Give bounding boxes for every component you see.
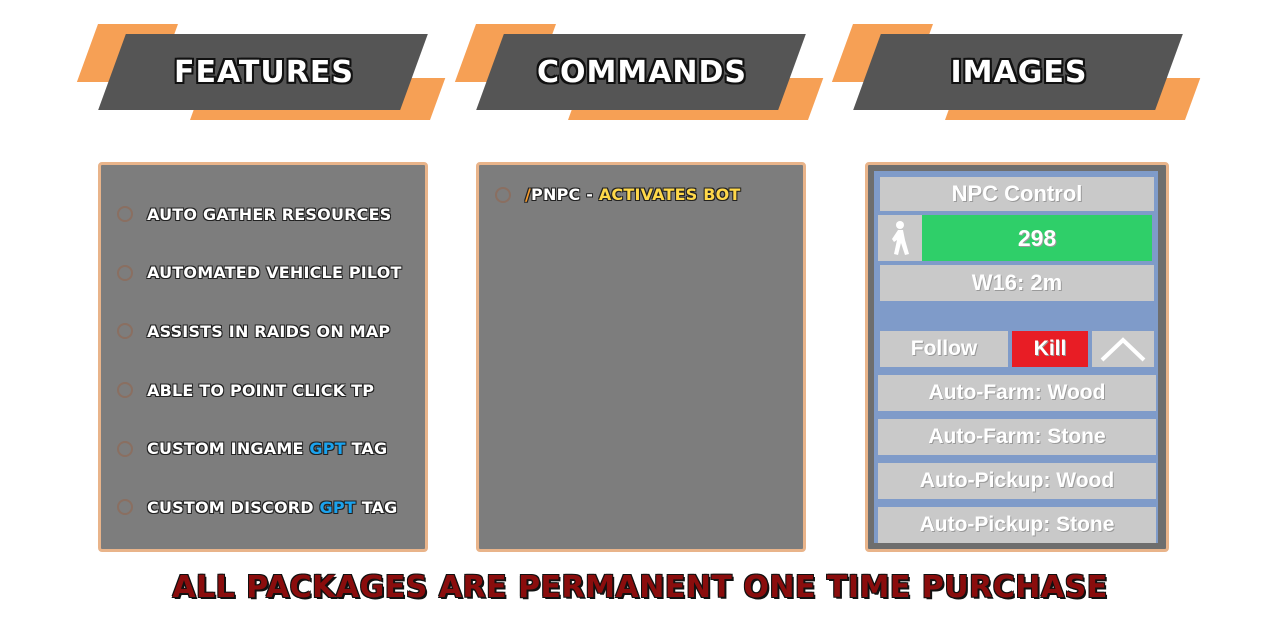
follow-button[interactable]: Follow — [880, 331, 1008, 367]
feature-text: CUSTOM DISCORD GPT TAG — [147, 498, 397, 517]
walking-person-icon — [878, 215, 922, 261]
commands-panel: /PNPC - ACTIVATES BOT — [476, 162, 806, 552]
chevron-up-icon[interactable] — [1092, 331, 1154, 367]
command-slash: / — [525, 185, 532, 204]
command-description: ACTIVATES BOT — [598, 185, 741, 204]
auto-farm-wood-button[interactable]: Auto-Farm: Wood — [878, 375, 1156, 411]
npc-control-window: NPC Control 298 W16: 2m Follow Kill Auto… — [874, 171, 1158, 543]
bullet-circle-icon — [117, 264, 133, 281]
feature-text-main: ASSISTS IN RAIDS ON MAP — [147, 321, 391, 341]
feature-text-main: AUTOMATED VEHICLE PILOT — [147, 263, 402, 283]
images-title: IMAGES — [950, 54, 1088, 90]
feature-text-main: AUTO GATHER RESOURCES — [147, 204, 392, 224]
command-item: /PNPC - ACTIVATES BOT — [479, 165, 803, 204]
auto-farm-stone-button[interactable]: Auto-Farm: Stone — [878, 419, 1156, 455]
feature-text: AUTOMATED VEHICLE PILOT — [147, 263, 402, 282]
features-panel: AUTO GATHER RESOURCES AUTOMATED VEHICLE … — [98, 162, 428, 552]
feature-item: ABLE TO POINT CLICK TP — [117, 361, 425, 420]
bullet-circle-icon — [117, 206, 133, 223]
commands-banner: COMMANDS — [454, 24, 824, 120]
npc-count-bar: 298 — [922, 215, 1152, 261]
feature-item: CUSTOM INGAME GPT TAG — [117, 419, 425, 478]
features-banner: FEATURES — [76, 24, 446, 120]
feature-text-main: CUSTOM INGAME — [147, 439, 310, 459]
npc-timer-label: W16: 2m — [880, 265, 1154, 301]
gpt-highlight: GPT — [309, 439, 346, 459]
chevron-up-glyph — [1100, 337, 1146, 362]
command-text: /PNPC - ACTIVATES BOT — [525, 185, 741, 204]
feature-text-main: ABLE TO POINT CLICK TP — [147, 380, 375, 400]
npc-control-title: NPC Control — [880, 177, 1154, 211]
feature-text-tail: TAG — [345, 439, 388, 459]
features-title: FEATURES — [174, 54, 354, 90]
bullet-circle-icon — [495, 186, 511, 203]
feature-item: AUTOMATED VEHICLE PILOT — [117, 244, 425, 303]
walking-person-glyph — [892, 221, 909, 255]
auto-pickup-wood-button[interactable]: Auto-Pickup: Wood — [878, 463, 1156, 499]
feature-text: AUTO GATHER RESOURCES — [147, 205, 391, 224]
bullet-circle-icon — [117, 323, 133, 340]
feature-text: CUSTOM INGAME GPT TAG — [147, 439, 387, 458]
footer-tagline: ALL PACKAGES ARE PERMANENT ONE TIME PURC… — [172, 570, 1108, 605]
commands-title: COMMANDS — [536, 54, 748, 90]
feature-item: ASSISTS IN RAIDS ON MAP — [117, 302, 425, 361]
feature-text: ABLE TO POINT CLICK TP — [147, 381, 374, 400]
images-panel: NPC Control 298 W16: 2m Follow Kill Auto… — [865, 162, 1169, 552]
kill-button[interactable]: Kill — [1012, 331, 1088, 367]
images-banner: IMAGES — [831, 24, 1201, 120]
command-name: PNPC — [531, 185, 581, 204]
feature-item: AUTO GATHER RESOURCES — [117, 185, 425, 244]
feature-text-main: CUSTOM DISCORD — [147, 497, 320, 517]
feature-text: ASSISTS IN RAIDS ON MAP — [147, 322, 390, 341]
command-separator: - — [580, 185, 599, 204]
bullet-circle-icon — [117, 382, 133, 399]
bullet-circle-icon — [117, 499, 133, 516]
bullet-circle-icon — [117, 440, 133, 457]
gpt-highlight: GPT — [319, 497, 356, 517]
feature-item: CUSTOM DISCORD GPT TAG — [117, 478, 425, 537]
feature-text-tail: TAG — [355, 497, 398, 517]
features-list: AUTO GATHER RESOURCES AUTOMATED VEHICLE … — [101, 165, 425, 537]
auto-pickup-stone-button[interactable]: Auto-Pickup: Stone — [878, 507, 1156, 543]
